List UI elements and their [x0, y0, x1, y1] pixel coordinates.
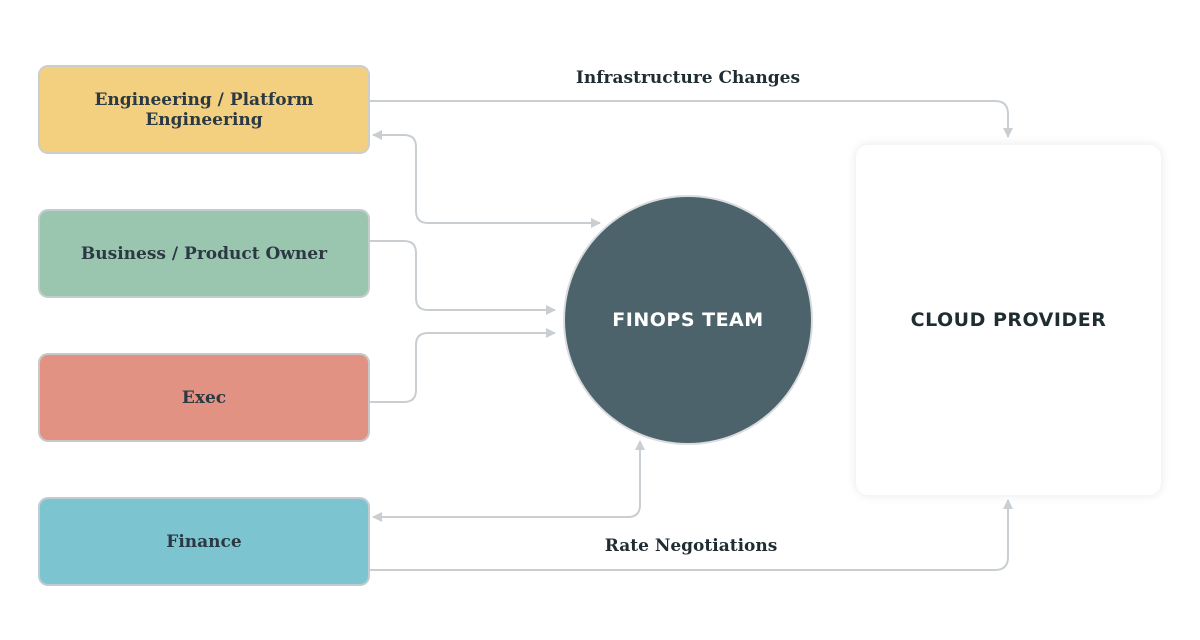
rate-negotiations-connector — [370, 499, 1013, 571]
exec-box: Exec — [38, 353, 370, 442]
infrastructure-changes-connector — [370, 100, 1013, 138]
infrastructure-changes-label: Infrastructure Changes — [575, 68, 801, 88]
rate-negotiations-label: Rate Negotiations — [604, 536, 778, 556]
exec-finops-connector — [370, 328, 556, 403]
engineering-box: Engineering / Platform Engineering — [38, 65, 370, 154]
business-finops-connector — [370, 240, 556, 315]
finops-team-node: FINOPS TEAM — [563, 195, 813, 445]
cloud-provider-node: CLOUD PROVIDER — [856, 145, 1161, 495]
engineering-finops-connector — [372, 130, 601, 228]
finance-finops-connector — [372, 440, 645, 522]
business-owner-box: Business / Product Owner — [38, 209, 370, 298]
finance-box: Finance — [38, 497, 370, 586]
